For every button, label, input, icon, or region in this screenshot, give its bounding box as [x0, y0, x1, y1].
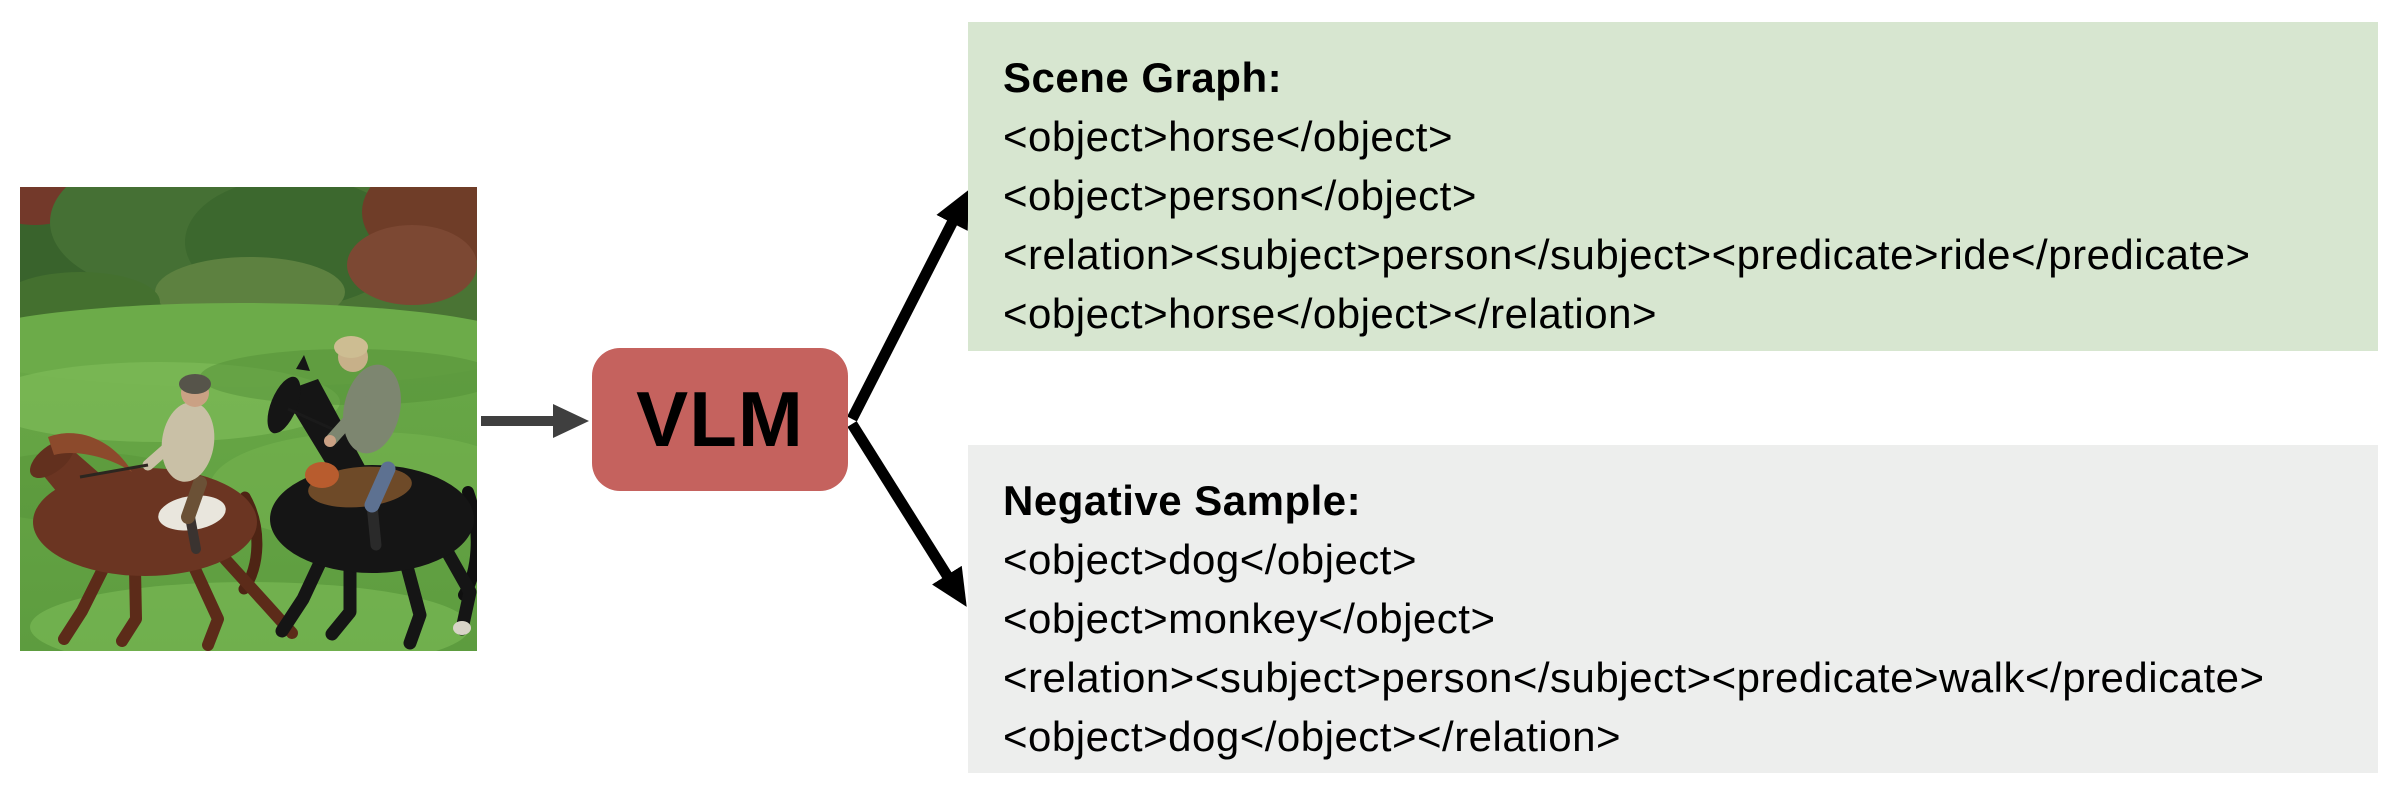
scene-graph-line-4: <object>horse</object></relation> [1003, 290, 1657, 337]
scene-graph-box: Scene Graph: <object>horse</object> <obj… [968, 22, 2378, 351]
vlm-label: VLM [636, 375, 804, 463]
scene-graph-line-3: <relation><subject>person</subject><pred… [1003, 231, 2251, 278]
scene-graph-title: Scene Graph: [1003, 54, 1283, 101]
negative-sample-line-3: <relation><subject>person</subject><pred… [1003, 654, 2265, 701]
arrow-to-negative-sample [847, 421, 967, 607]
horse-riding-photo-illustration [20, 187, 477, 651]
scene-photo [20, 187, 477, 651]
rider-left [79, 374, 215, 554]
scene-graph-line-2: <object>person</object> [1003, 172, 1477, 219]
negative-sample-box: Negative Sample: <object>dog</object> <o… [968, 445, 2378, 773]
negative-sample-title: Negative Sample: [1003, 477, 1362, 524]
negative-sample-line-1: <object>dog</object> [1003, 536, 1418, 583]
scene-graph-line-1: <object>horse</object> [1003, 113, 1453, 160]
arrow-to-scene-graph [847, 189, 969, 422]
negative-sample-line-2: <object>monkey</object> [1003, 595, 1496, 642]
rider-right [324, 336, 401, 551]
negative-sample-line-4: <object>dog</object></relation> [1003, 713, 1621, 760]
vlm-node: VLM [592, 348, 848, 491]
